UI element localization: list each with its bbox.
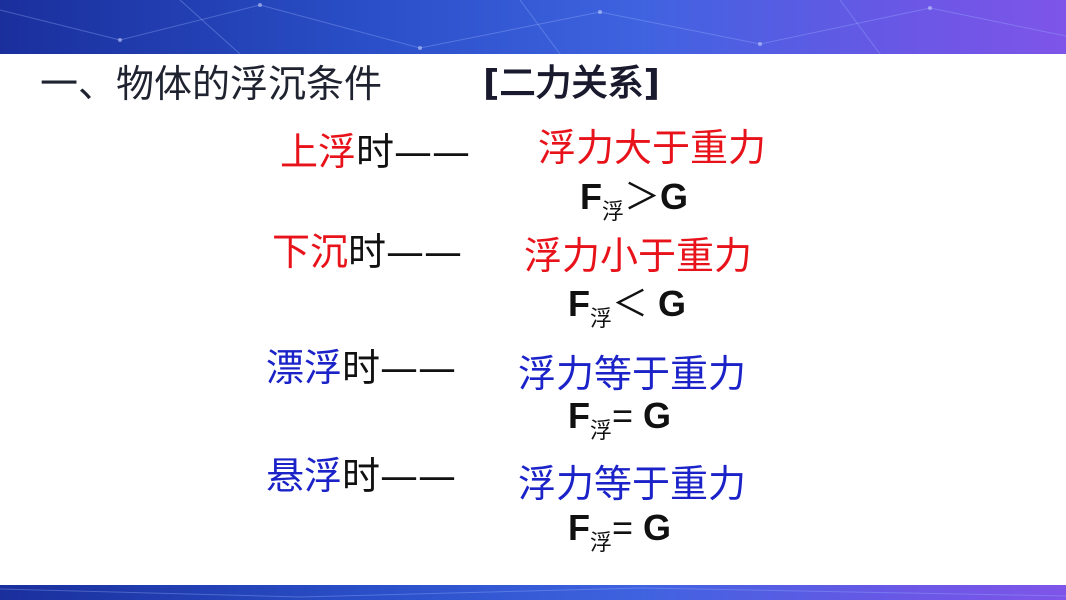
force-subscript: 浮 <box>590 307 613 332</box>
state-name: 上浮 <box>280 130 357 174</box>
operator: = <box>612 507 644 548</box>
gravity-symbol: G <box>643 507 672 548</box>
operator: ＜ <box>612 283 659 324</box>
state-name: 下沉 <box>272 230 349 274</box>
state-suffix: 时—— <box>356 130 471 174</box>
state-label-sink: 下沉时—— <box>272 230 462 276</box>
formula-rise: F浮＞G <box>580 175 689 225</box>
gravity-symbol: G <box>660 176 689 217</box>
force-symbol: F <box>580 176 602 217</box>
bottom-decor-band <box>0 585 1066 600</box>
slide-title: 一、物体的浮沉条件 <box>40 62 383 106</box>
state-suffix: 时—— <box>342 346 457 390</box>
relation-text-sink: 浮力小于重力 <box>524 234 753 278</box>
formula-float: F浮= G <box>568 394 672 444</box>
state-label-rise: 上浮时—— <box>280 130 470 176</box>
gravity-symbol: G <box>643 395 672 436</box>
state-name: 悬浮 <box>266 454 343 498</box>
force-subscript: 浮 <box>590 531 613 556</box>
force-subscript: 浮 <box>590 419 613 444</box>
force-subscript: 浮 <box>602 200 625 225</box>
relation-text-suspend: 浮力等于重力 <box>518 462 747 506</box>
state-label-suspend: 悬浮时—— <box>266 454 456 500</box>
gravity-symbol: G <box>658 283 687 324</box>
relation-tag: [二力关系] <box>483 63 660 104</box>
state-suffix: 时—— <box>348 230 463 274</box>
operator: ＞ <box>624 176 661 217</box>
force-symbol: F <box>568 395 590 436</box>
state-suffix: 时—— <box>342 454 457 498</box>
operator: = <box>612 395 644 436</box>
relation-text-float: 浮力等于重力 <box>518 352 747 396</box>
formula-sink: F浮＜ G <box>568 282 687 332</box>
force-symbol: F <box>568 507 590 548</box>
state-label-float: 漂浮时—— <box>266 346 456 392</box>
force-symbol: F <box>568 283 590 324</box>
relation-text-rise: 浮力大于重力 <box>538 126 767 170</box>
formula-suspend: F浮= G <box>568 506 672 556</box>
state-name: 漂浮 <box>266 346 343 390</box>
top-decor-band <box>0 0 1066 54</box>
